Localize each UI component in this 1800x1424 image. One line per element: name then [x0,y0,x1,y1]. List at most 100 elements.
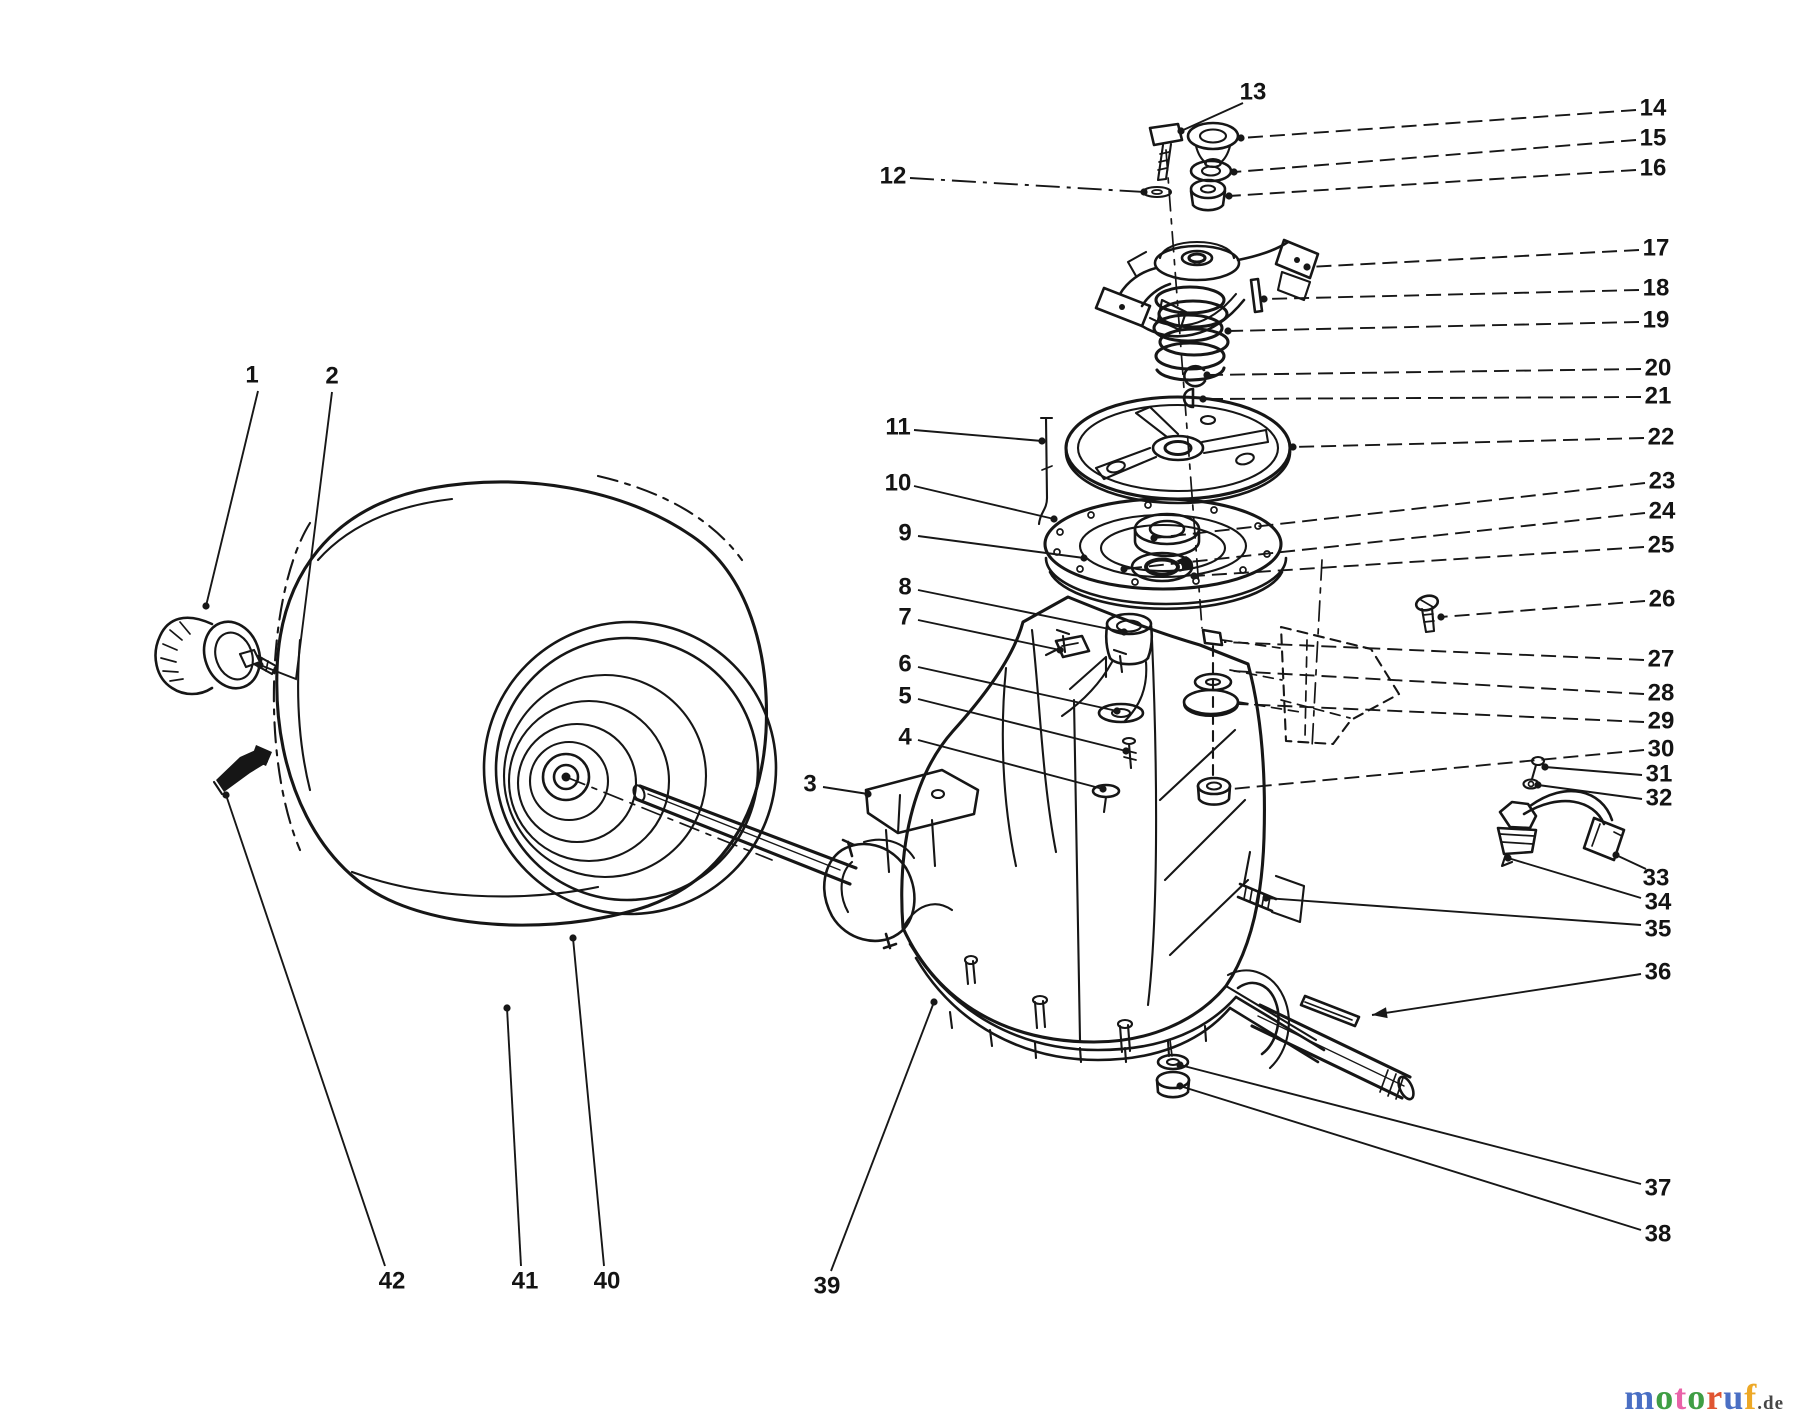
leader-dot-7 [1056,646,1064,654]
leader-dot-39 [930,998,938,1006]
callout-19: 19 [1643,307,1670,334]
leader-line-22 [1292,437,1645,448]
callout-8: 8 [898,574,911,601]
leader-line-11 [913,429,1043,442]
leader-line-33 [1615,854,1647,870]
callout-1: 1 [245,362,258,389]
callout-29: 29 [1648,708,1675,735]
leader-line-14 [1240,109,1637,139]
leader-line-9 [917,535,1085,559]
leader-line-16 [1228,169,1637,197]
watermark: motoruf.de [1624,1376,1784,1418]
callout-18: 18 [1643,275,1670,302]
leader-line-12 [909,177,1145,193]
leader-dot-41 [503,1004,511,1012]
leader-line-5 [917,698,1127,752]
screw-26 [1414,594,1440,634]
leader-line-2 [259,391,333,681]
watermark-letter: f [1744,1377,1758,1417]
callout-5: 5 [898,683,911,710]
leader-dot-33 [1612,851,1620,859]
axle-key [1299,994,1361,1028]
leader-dot-13 [1177,127,1185,135]
callout-17: 17 [1643,235,1670,262]
leader-line-4 [917,739,1104,790]
leader-arrow-36 [1372,1007,1388,1019]
leader-line-30 [1230,749,1645,790]
leader-dot-22 [1289,443,1297,451]
right-axle-drawing [1155,994,1415,1101]
leader-line-6 [917,666,1118,712]
leader-dot-16 [1225,192,1233,200]
leader-dot-10 [1050,515,1058,523]
leader-dot-24 [1120,565,1128,573]
leader-dot-42 [222,791,230,799]
leader-line-39 [830,1001,935,1272]
axle-centerline [565,776,773,861]
leader-dot-18 [1260,295,1268,303]
callout-27: 27 [1648,646,1675,673]
callout-42: 42 [379,1268,406,1295]
leader-dot-31 [1541,763,1549,771]
leader-line-27 [1223,641,1645,661]
watermark-letter: t [1674,1377,1688,1417]
leader-dot-37 [1176,1061,1184,1069]
knob-and-bolt [154,616,278,696]
leader-dot-11 [1038,437,1046,445]
leader-dot-9 [1080,554,1088,562]
callout-12: 12 [880,163,907,190]
callout-37: 37 [1645,1175,1672,1202]
spring [1152,285,1230,382]
leader-line-24 [1123,512,1646,570]
idler-bracket [1094,238,1320,338]
lug-bolt [212,745,272,796]
leader-line-26 [1440,600,1646,618]
leader-dot-40 [569,934,577,942]
callout-38: 38 [1645,1221,1672,1248]
bracket-plate [864,768,980,835]
leader-line-21 [1202,396,1642,400]
leader-dot-4 [1099,785,1107,793]
leader-dot-3 [864,790,872,798]
callout-15: 15 [1640,125,1667,152]
leader-lines [202,102,1647,1272]
leader-dot-15 [1230,168,1238,176]
callout-35: 35 [1645,916,1672,943]
callout-16: 16 [1640,155,1667,182]
callout-4: 4 [898,724,912,751]
leader-dot-34 [1504,854,1512,862]
leader-line-34 [1507,857,1642,899]
interlock-switch-harness [1496,755,1626,868]
leader-dot-23 [1150,534,1158,542]
leader-line-37 [1179,1064,1642,1185]
leader-dot-2 [256,661,264,669]
tread-centerline [272,521,312,852]
leader-dot-5 [1122,747,1130,755]
leader-dot-32 [1534,781,1542,789]
leader-dot-26 [1437,613,1445,621]
bearing-plate-assembly [1043,497,1288,611]
callout-26: 26 [1649,586,1676,613]
phantom-bracket-outline [1221,559,1401,749]
callout-41: 41 [512,1268,539,1295]
leader-dot-6 [1113,707,1121,715]
callout-10: 10 [885,470,912,497]
callout-6: 6 [898,651,911,678]
exploded-stack-drawing [1037,121,1320,611]
hub-cap [541,752,591,802]
leader-line-13 [1180,102,1244,132]
leader-dot-19 [1224,327,1232,335]
callout-22: 22 [1648,424,1675,451]
callout-34: 34 [1645,889,1672,916]
leader-line-8 [917,589,1125,633]
leader-line-20 [1206,368,1642,376]
harness-connector [1582,816,1626,862]
callout-21: 21 [1645,383,1672,410]
callout-32: 32 [1646,785,1673,812]
leader-line-38 [1179,1085,1642,1231]
leader-line-35 [1265,897,1642,926]
callout-14: 14 [1640,95,1667,122]
leader-dot-14 [1237,134,1245,142]
